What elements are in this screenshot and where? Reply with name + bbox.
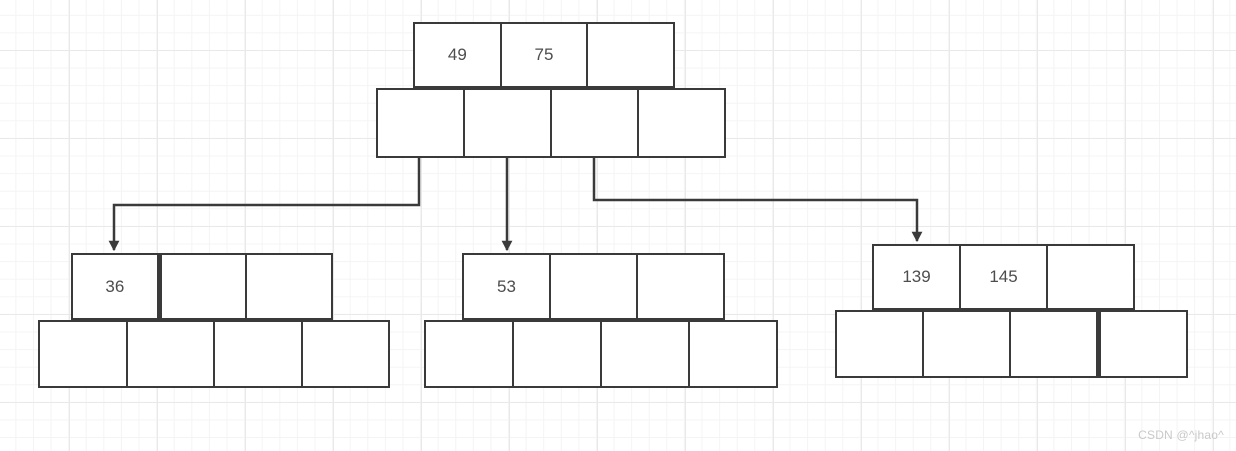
- edge-root-to-left-child: [108, 157, 421, 252]
- edge-root-to-right-child: [592, 157, 923, 243]
- root-pointer-cell-2: [463, 90, 550, 156]
- root-node-pointers-row: [376, 88, 726, 158]
- root-node-keys-row: 49 75: [413, 22, 675, 88]
- left-child-key-cell-1: 36: [105, 276, 125, 296]
- right-child-key-cell-2: 145: [959, 246, 1046, 308]
- csdn-watermark: CSDN @^jhao^: [1138, 428, 1224, 442]
- right-child-pointer-cell-2: [922, 312, 1009, 376]
- left-child-pointer-cell-4: [300, 322, 389, 386]
- root-key-cell-3: [586, 24, 673, 86]
- middle-child-key-cell-2: [549, 255, 636, 318]
- left-child-key-cell-3: [245, 255, 331, 318]
- right-child-pointers-row: [835, 310, 1188, 378]
- left-child-pointer-cell-1: [40, 322, 126, 386]
- left-child-key-cell-2: [156, 255, 246, 318]
- right-child-keys-row: 139 145: [872, 244, 1135, 310]
- right-child-pointer-cell-3: [1009, 312, 1096, 376]
- middle-child-pointer-cell-2: [512, 322, 600, 386]
- root-key-cell-1: 49: [447, 45, 467, 64]
- middle-child-key-cell-1: 53: [497, 276, 516, 296]
- left-child-keys-row: 36: [71, 253, 333, 320]
- middle-child-key-cell-3: [636, 255, 723, 318]
- middle-child-pointer-cell-4: [688, 322, 776, 386]
- right-child-pointer-cell-1: [837, 312, 922, 376]
- left-child-pointers-row: [38, 320, 390, 388]
- left-child-pointer-cell-3: [213, 322, 301, 386]
- middle-child-pointer-cell-3: [600, 322, 688, 386]
- left-child-pointer-cell-2: [125, 322, 214, 386]
- root-pointer-cell-3: [550, 90, 637, 156]
- middle-child-keys-row: 53: [462, 253, 725, 320]
- root-key-cell-2: 75: [499, 24, 587, 86]
- right-child-key-cell-1: 139: [902, 267, 931, 286]
- right-child-pointer-cell-4: [1096, 312, 1186, 376]
- middle-child-pointer-cell-1: [426, 322, 512, 386]
- right-child-key-cell-3: [1046, 246, 1133, 308]
- root-pointer-cell-1: [378, 90, 463, 156]
- root-pointer-cell-4: [637, 90, 724, 156]
- middle-child-pointers-row: [424, 320, 778, 388]
